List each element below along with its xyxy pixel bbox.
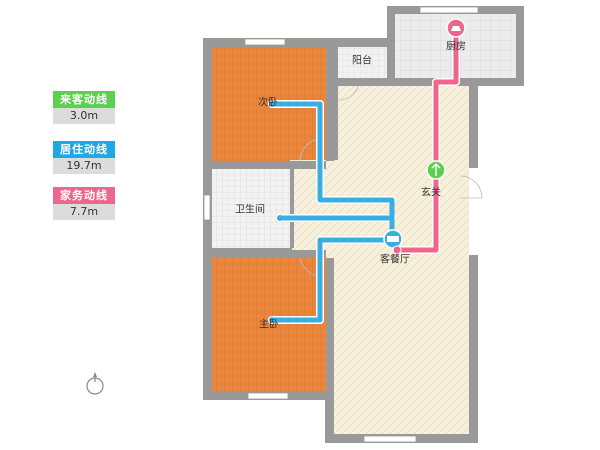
master-bedroom-node xyxy=(269,317,275,323)
interior-walls xyxy=(212,47,390,391)
living-lower-floor xyxy=(334,255,469,434)
room-label-kitchen: 厨房 xyxy=(446,41,466,53)
living-upper-floor xyxy=(338,86,469,256)
legend-guest-label: 来客动线 xyxy=(53,91,115,108)
legend-chore-value: 7.7m xyxy=(53,204,115,220)
windows xyxy=(203,6,479,443)
entrance-marker-icon xyxy=(426,160,446,180)
room-label-bathroom: 卫生间 xyxy=(235,204,265,216)
compass-icon xyxy=(86,372,104,395)
master-bedroom-floor xyxy=(212,258,326,391)
living-node xyxy=(392,245,402,255)
legend-living: 居住动线 19.7m xyxy=(53,141,115,174)
legend-living-label: 居住动线 xyxy=(53,141,115,158)
legend-chore: 家务动线 7.7m xyxy=(53,187,115,220)
room-label-living-dining: 客餐厅 xyxy=(380,254,410,266)
legend-living-value: 19.7m xyxy=(53,158,115,174)
room-label-balcony: 阳台 xyxy=(352,55,372,67)
kitchen-marker-icon xyxy=(446,18,466,38)
room-label-entrance: 玄关 xyxy=(421,187,441,199)
room-label-second-bedroom: 次卧 xyxy=(258,97,278,109)
legend-chore-label: 家务动线 xyxy=(53,187,115,204)
living-marker-icon xyxy=(383,229,403,249)
balcony-floor xyxy=(338,47,387,78)
room-label-master-bedroom: 主卧 xyxy=(259,319,279,331)
living-route-line xyxy=(269,101,395,323)
bathroom-node xyxy=(277,215,283,221)
second-bedroom-node xyxy=(269,101,275,107)
legend-guest-value: 3.0m xyxy=(53,108,115,124)
bathroom-floor xyxy=(212,169,290,248)
legend-guest: 来客动线 3.0m xyxy=(53,91,115,124)
